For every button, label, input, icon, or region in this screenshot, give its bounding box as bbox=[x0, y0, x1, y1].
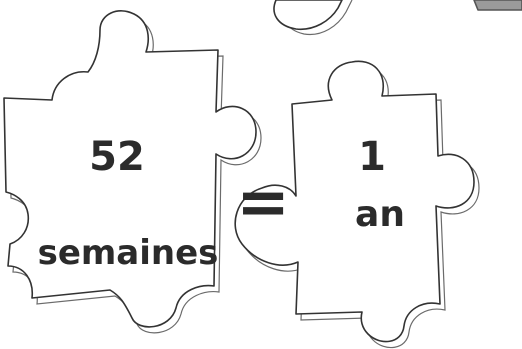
left-piece-unit: semaines bbox=[38, 233, 219, 273]
equals-sign: = bbox=[236, 166, 290, 240]
right-puzzle-piece: 1 an bbox=[234, 60, 480, 349]
left-piece-number: 52 bbox=[89, 134, 145, 180]
top-right-partial-puzzle-piece bbox=[473, 0, 522, 11]
top-partial-puzzle-piece bbox=[273, 0, 353, 36]
right-piece-unit: an bbox=[355, 194, 405, 235]
right-piece-number: 1 bbox=[358, 134, 386, 180]
left-puzzle-piece: 52 semaines bbox=[3, 10, 262, 334]
